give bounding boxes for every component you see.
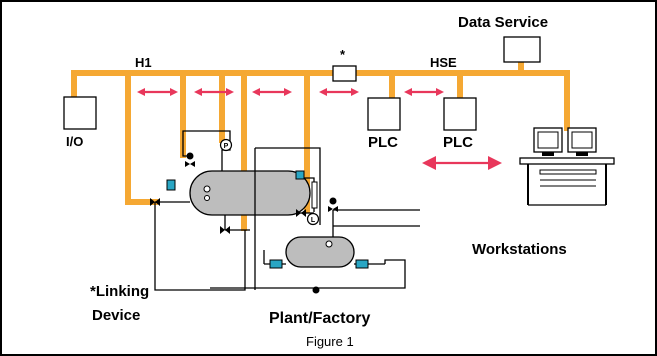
valve-top [185,152,195,167]
connector-3 [269,259,283,269]
valve-bottom [220,226,230,234]
pressure-label: P [224,143,229,150]
tank-small-port [325,240,333,248]
valve-right [296,209,306,217]
arrow-h1-2 [194,88,234,96]
arrow-hse [404,88,444,96]
tank-large [189,170,311,216]
level-transmitter: L [306,212,320,226]
arrow-workstations [422,156,502,170]
arrow-h1-1 [137,88,178,96]
workstations-icon [519,127,615,206]
plant-factory-label: Plant/Factory [269,310,370,327]
level-gauge [311,181,318,209]
linking-device-label-line2: Device [92,307,140,324]
plc-label-1: PLC [368,134,398,151]
plc-device-1 [367,97,401,131]
connector-4 [355,259,369,269]
linking-device [332,65,357,82]
hse-label: HSE [430,55,457,70]
io-label: I/O [66,134,83,149]
traffic-arrows [137,88,502,170]
linking-device-label-line1: *Linking [90,283,149,300]
arrow-linking [319,88,359,96]
level-label: L [311,217,316,224]
tank-large-port-1 [203,185,211,193]
io-device [63,96,97,130]
tank-small [285,236,355,268]
plc-label-2: PLC [443,134,473,151]
fieldbus-network [71,59,570,231]
asterisk-label: * [340,47,346,62]
plant-process: P L [150,130,420,294]
figure-caption: Figure 1 [306,334,354,349]
tank-large-port-2 [204,195,210,201]
data-service-device [503,36,541,63]
arrow-h1-3 [252,88,292,96]
plc-device-2 [443,97,477,131]
connector-1 [166,179,176,191]
valve-outlet [312,286,320,294]
valve-left [150,198,160,206]
h1-label: H1 [135,55,152,70]
drop-left-valve [125,70,158,205]
data-service-label: Data Service [458,14,548,31]
pressure-transmitter: P [219,138,233,152]
workstations-label: Workstations [472,241,567,258]
connector-2 [295,170,305,180]
valve-small-tank [328,197,338,212]
